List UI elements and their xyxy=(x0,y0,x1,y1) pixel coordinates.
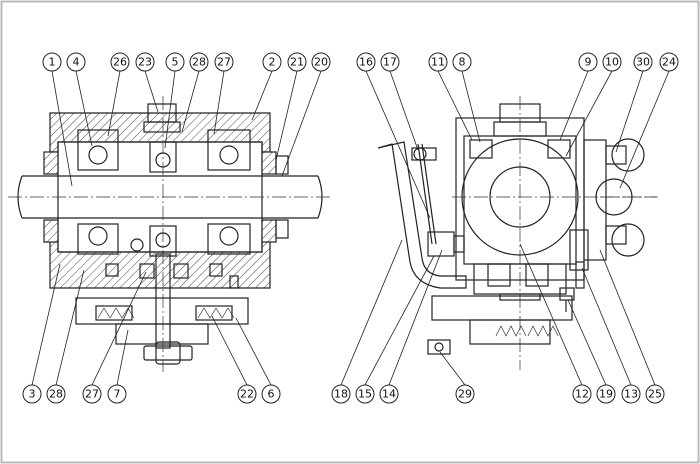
callout-bubble: 8 xyxy=(452,52,472,72)
callout-bubble: 5 xyxy=(165,52,185,72)
callout-label: 10 xyxy=(605,56,619,69)
leaders-top-right xyxy=(365,70,670,219)
callout-label: 28 xyxy=(192,56,206,69)
callout-bubble: 24 xyxy=(659,52,679,72)
callout-label: 27 xyxy=(217,56,231,69)
callout-bubble: 30 xyxy=(633,52,653,72)
callouts-bottom-right: 18 15 14 29 12 19 13 25 xyxy=(331,384,665,404)
callout-bubble: 12 xyxy=(572,384,592,404)
callout-bubble: 4 xyxy=(66,52,86,72)
right-side-view xyxy=(377,96,658,370)
callout-bubble: 29 xyxy=(455,384,475,404)
callout-label: 14 xyxy=(382,388,396,401)
callout-label: 4 xyxy=(73,56,80,69)
callout-bubble: 25 xyxy=(645,384,665,404)
callout-bubble: 13 xyxy=(621,384,641,404)
callout-bubble: 16 xyxy=(356,52,376,72)
callout-label: 21 xyxy=(290,56,304,69)
callout-bubble: 21 xyxy=(287,52,307,72)
callout-bubble: 27 xyxy=(214,52,234,72)
callout-label: 19 xyxy=(599,388,613,401)
callout-bubble: 7 xyxy=(107,384,127,404)
callout-bubble: 28 xyxy=(189,52,209,72)
callout-label: 30 xyxy=(636,56,650,69)
callout-bubble: 23 xyxy=(135,52,155,72)
callout-label: 2 xyxy=(269,56,276,69)
callout-label: 3 xyxy=(29,388,36,401)
callout-label: 25 xyxy=(648,388,662,401)
callout-label: 27 xyxy=(85,388,99,401)
callout-bubble: 17 xyxy=(380,52,400,72)
callout-bubble: 22 xyxy=(237,384,257,404)
callout-label: 12 xyxy=(575,388,589,401)
leaders-bottom-right xyxy=(340,239,656,386)
housing-bottom xyxy=(49,239,271,289)
spring-base xyxy=(75,297,249,345)
callout-label: 23 xyxy=(138,56,152,69)
callouts-top-left: 1 4 26 23 5 28 27 2 21 20 xyxy=(42,52,331,72)
callout-label: 5 xyxy=(172,56,179,69)
callout-bubble: 28 xyxy=(46,384,66,404)
callout-label: 11 xyxy=(431,56,445,69)
leaders-top-left xyxy=(51,70,322,187)
callout-label: 29 xyxy=(458,388,472,401)
callout-bubble: 3 xyxy=(22,384,42,404)
callout-label: 9 xyxy=(585,56,592,69)
vertical-spindle xyxy=(143,96,193,372)
callout-bubble: 15 xyxy=(355,384,375,404)
lever-handle xyxy=(377,141,467,289)
callout-label: 17 xyxy=(383,56,397,69)
callout-label: 18 xyxy=(334,388,348,401)
callout-bubble: 1 xyxy=(42,52,62,72)
callouts-top-right: 16 17 11 8 9 10 30 24 xyxy=(356,52,679,72)
callout-bubble: 20 xyxy=(311,52,331,72)
callout-bubble: 18 xyxy=(331,384,351,404)
main-shaft xyxy=(8,175,332,219)
callout-label: 7 xyxy=(114,388,121,401)
bearings-left xyxy=(77,129,251,257)
callout-bubble: 2 xyxy=(262,52,282,72)
callout-bubble: 26 xyxy=(110,52,130,72)
callout-label: 22 xyxy=(240,388,254,401)
callout-label: 28 xyxy=(49,388,63,401)
callout-label: 26 xyxy=(113,56,127,69)
left-section-view xyxy=(8,96,332,372)
callout-label: 1 xyxy=(49,56,56,69)
callouts-bottom-left: 3 28 27 7 22 6 xyxy=(22,384,281,404)
callout-bubble: 9 xyxy=(578,52,598,72)
callout-label: 13 xyxy=(624,388,638,401)
callout-label: 15 xyxy=(358,388,372,401)
callout-label: 6 xyxy=(268,388,275,401)
callout-bubble: 6 xyxy=(261,384,281,404)
leaders-bottom-left xyxy=(31,263,272,386)
callout-bubble: 19 xyxy=(596,384,616,404)
callout-bubble: 14 xyxy=(379,384,399,404)
callout-label: 8 xyxy=(459,56,466,69)
callout-bubble: 11 xyxy=(428,52,448,72)
callout-label: 20 xyxy=(314,56,328,69)
callout-bubble: 27 xyxy=(82,384,102,404)
callout-bubble: 10 xyxy=(602,52,622,72)
callout-label: 24 xyxy=(662,56,676,69)
callout-label: 16 xyxy=(359,56,373,69)
